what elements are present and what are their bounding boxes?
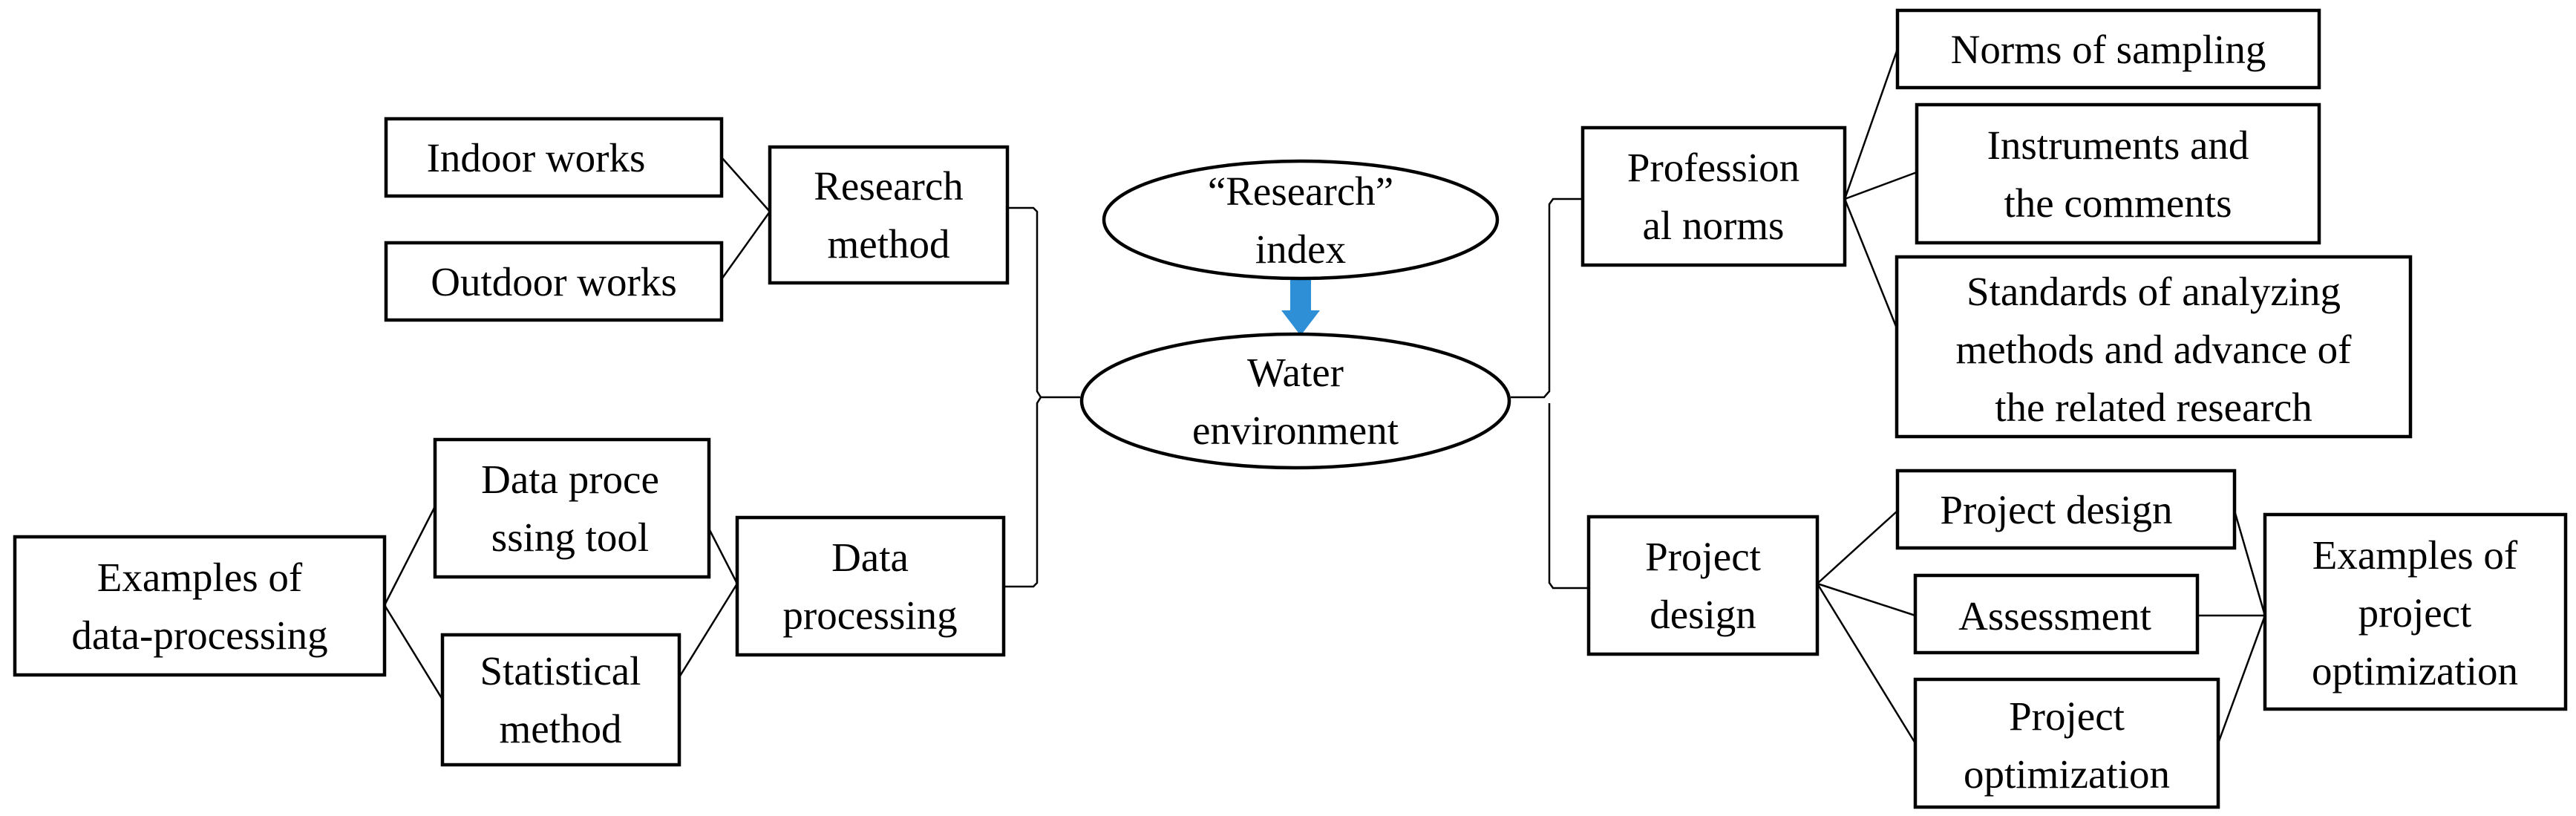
indoor-works-node: Indoor works [384,117,724,198]
label-line: index [1255,226,1346,272]
examples-project-optimization-node: Examples of project optimization [2263,512,2568,711]
professional-norms-label: Profession al norms [1627,145,1799,248]
connector-tool-dataproc [707,528,739,584]
connector-outdoor-research [720,211,771,280]
water-environment-label: Water environment [1192,350,1399,453]
research-method-label: Research method [814,163,964,267]
data-processing-label: Data processing [782,535,957,638]
connector-norms-standards [1843,198,1898,329]
label-line: methods and advance of [1955,327,2352,372]
data-processing-node: Data processing [735,515,1006,657]
project-design-child-node: Project design [1895,469,2237,550]
assessment-label: Assessment [1958,593,2151,639]
connector-poptim-examples [2217,615,2266,744]
right-bracket [1511,198,1589,590]
label-line: ssing tool [491,515,649,560]
label-line: the comments [2004,180,2232,226]
label-line: data-processing [71,613,327,658]
label-line: Examples of [97,555,303,600]
label-line: Project [2009,693,2125,739]
project-design-node: Project design [1586,515,1820,656]
connector-norms-instruments [1844,171,1918,200]
instruments-label: Instruments and the comments [1987,123,2249,226]
label-line: Indoor works [427,135,646,180]
label-line: project [2358,590,2472,636]
label-line: Research [814,163,964,209]
data-processing-tool-label: Data proce ssing tool [481,457,659,560]
label-line: design [1650,592,1756,637]
professional-norms-node: Profession al norms [1580,125,1847,267]
label-line: Water [1247,350,1344,395]
label-line: Assessment [1958,593,2151,639]
research-method-node: Research method [768,145,1010,285]
standards-node: Standards of analyzing methods and advanc… [1895,255,2413,439]
label-line: method [828,221,950,267]
label-line: Examples of [2312,532,2518,578]
connector-pd-pdesign [1817,510,1898,584]
label-line: Standards of analyzing [1967,269,2341,314]
statistical-method-label: Statistical method [480,648,641,751]
research-index-label: “Research” index [1208,169,1393,272]
connector-indoor-research [721,157,771,212]
label-line: Profession [1627,145,1799,190]
connector-stat-dataproc [678,583,739,678]
norms-of-sampling-label: Norms of sampling [1951,27,2266,72]
examples-project-optimization-label: Examples of project optimization [2312,532,2518,693]
label-line: Outdoor works [431,259,677,304]
project-optimization-label: Project optimization [1964,693,2170,797]
down-arrow [1281,275,1320,336]
outdoor-works-node: Outdoor works [384,241,724,322]
connector-pdesign-examples [2233,510,2266,616]
label-line: optimization [1964,751,2170,797]
label-line: processing [782,593,957,638]
instruments-node: Instruments and the comments [1915,102,2321,245]
statistical-method-node: Statistical method [440,633,681,767]
standards-label: Standards of analyzing methods and advanc… [1955,269,2352,430]
data-processing-tool-node: Data proce ssing tool [433,437,711,579]
label-line: environment [1192,408,1399,453]
label-line: Norms of sampling [1951,27,2266,72]
examples-data-processing-node: Examples of data-processing [13,535,387,677]
connector-norms-sampling [1843,48,1899,200]
connectors [383,48,2266,744]
connector-examples-tool [383,506,437,606]
assessment-node: Assessment [1913,573,2200,655]
label-line: Data proce [481,457,659,502]
label-line: al norms [1643,203,1785,248]
connector-pd-poptim [1816,583,1917,744]
label-line: Project [1645,534,1761,579]
research-index-node: “Research” index [1102,159,1500,281]
connector-examples-stat [383,604,444,700]
label-line: Project design [1940,487,2172,532]
outdoor-works-label: Outdoor works [431,259,677,304]
project-design-child-label: Project design [1940,487,2172,532]
label-line: method [500,706,622,751]
label-line: Data [831,535,909,580]
project-optimization-node: Project optimization [1913,677,2220,809]
label-line: Statistical [480,648,641,693]
label-line: the related research [1995,385,2312,430]
label-line: optimization [2312,648,2518,693]
norms-of-sampling-node: Norms of sampling [1895,8,2321,90]
examples-data-processing-label: Examples of data-processing [71,555,327,658]
label-line: Instruments and [1987,123,2249,168]
indoor-works-label: Indoor works [427,135,646,180]
label-line: “Research” [1208,169,1393,214]
connector-pd-assessment [1817,582,1916,617]
project-design-label: Project design [1645,534,1761,637]
water-environment-node: Water environment [1079,332,1511,470]
left-bracket [1004,206,1080,588]
